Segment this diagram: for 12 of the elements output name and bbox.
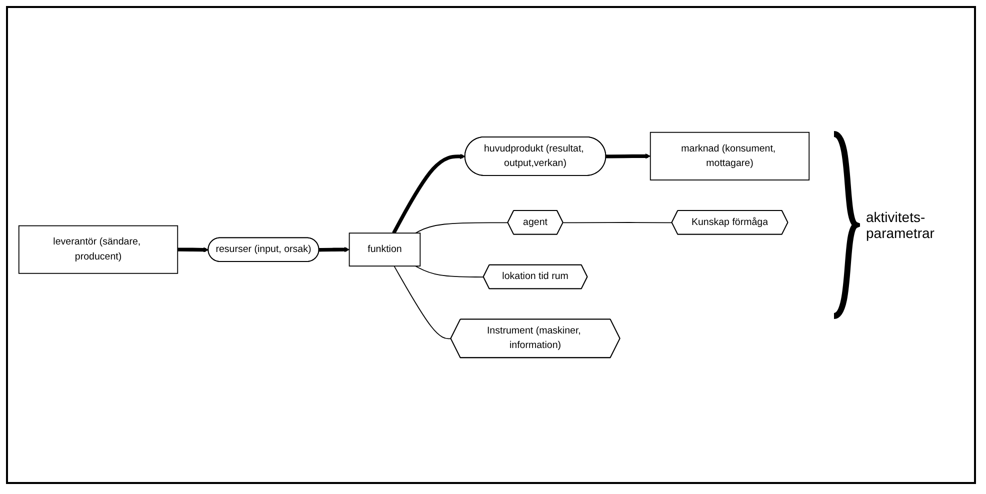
connector (394, 266, 452, 340)
connector (415, 266, 484, 278)
node-box: funktion (348, 232, 421, 267)
arrow (319, 246, 350, 252)
connector (415, 222, 508, 234)
bracket-label: aktivitets- parametrar (866, 209, 936, 241)
arrow (392, 154, 466, 234)
connector (562, 222, 672, 224)
node-box: leverantör (sändare, producent) (18, 225, 178, 274)
arrow (606, 153, 651, 159)
arrow (178, 247, 209, 252)
node-box: marknad (konsument, mottagare) (650, 132, 810, 180)
